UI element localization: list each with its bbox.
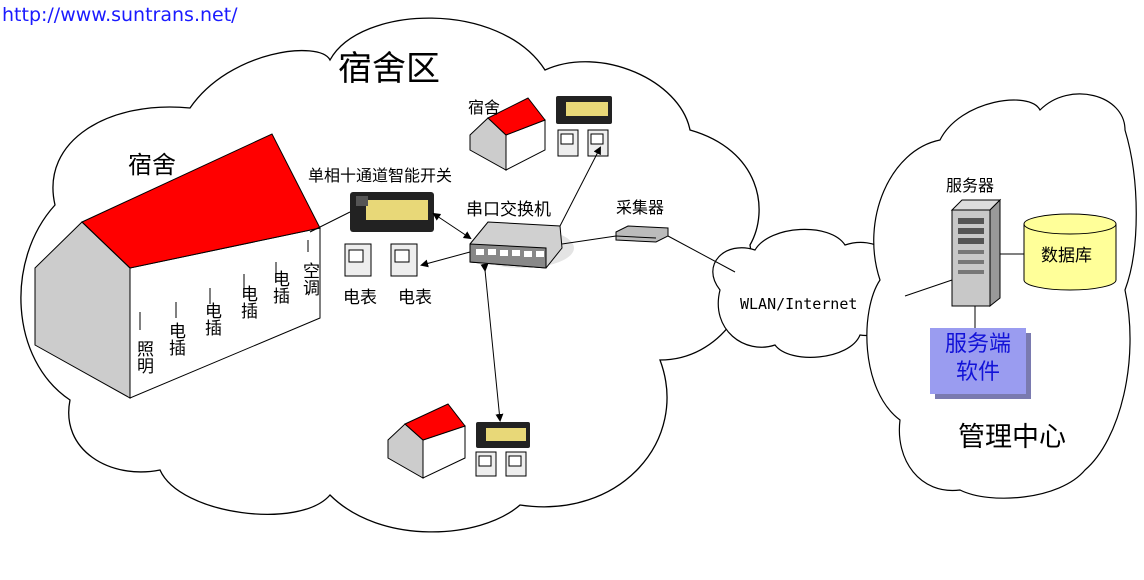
smart-switch-top xyxy=(556,96,612,124)
circuit-label-aircon: 空调 xyxy=(299,262,319,296)
circuit-label-socket-1: 电插 xyxy=(165,322,185,356)
server-software-box: 服务端软件 xyxy=(930,328,1026,394)
circuit-label-socket-2: 电插 xyxy=(201,302,221,336)
database-cylinder xyxy=(1000,213,1117,291)
collector-label: 采集器 xyxy=(616,198,665,217)
dorm-zone-title: 宿舍区 xyxy=(338,49,440,89)
connections xyxy=(309,146,953,422)
meter-group-top xyxy=(557,129,609,157)
circuit-label-socket-4: 电插 xyxy=(269,270,289,304)
smart-switch-bottom xyxy=(476,422,530,448)
management-cloud xyxy=(866,93,1137,499)
meter-group-bottom xyxy=(475,451,527,477)
software-label: 服务端软件 xyxy=(945,332,1012,385)
dorm-house-small-bottom xyxy=(387,403,466,479)
database-label: 数据库 xyxy=(1041,246,1092,266)
dorm-house-large xyxy=(34,133,321,399)
meter-group-main xyxy=(344,243,418,277)
management-center-label: 管理中心 xyxy=(958,422,1066,453)
smart-switch-label: 单相十通道智能开关 xyxy=(308,166,453,185)
meter-label-2: 电表 xyxy=(398,288,432,308)
serial-switch-label: 串口交换机 xyxy=(466,200,551,220)
serial-switch-device xyxy=(469,221,574,269)
smart-switch-main xyxy=(350,192,434,232)
dorm-house-small-top xyxy=(469,97,546,171)
site-url-link[interactable]: http://www.suntrans.net/ xyxy=(2,4,238,26)
circuit-label-lighting: 照明 xyxy=(133,340,153,374)
dorm-large-label: 宿舍 xyxy=(128,151,176,179)
circuit-label-socket-3: 电插 xyxy=(237,285,257,319)
server-label: 服务器 xyxy=(946,176,995,195)
meter-label-1: 电表 xyxy=(343,288,377,308)
server-device xyxy=(950,198,1002,330)
collector-device xyxy=(615,225,669,243)
wlan-label: WLAN/Internet xyxy=(740,295,858,313)
dorm-small-label: 宿舍 xyxy=(468,98,501,117)
